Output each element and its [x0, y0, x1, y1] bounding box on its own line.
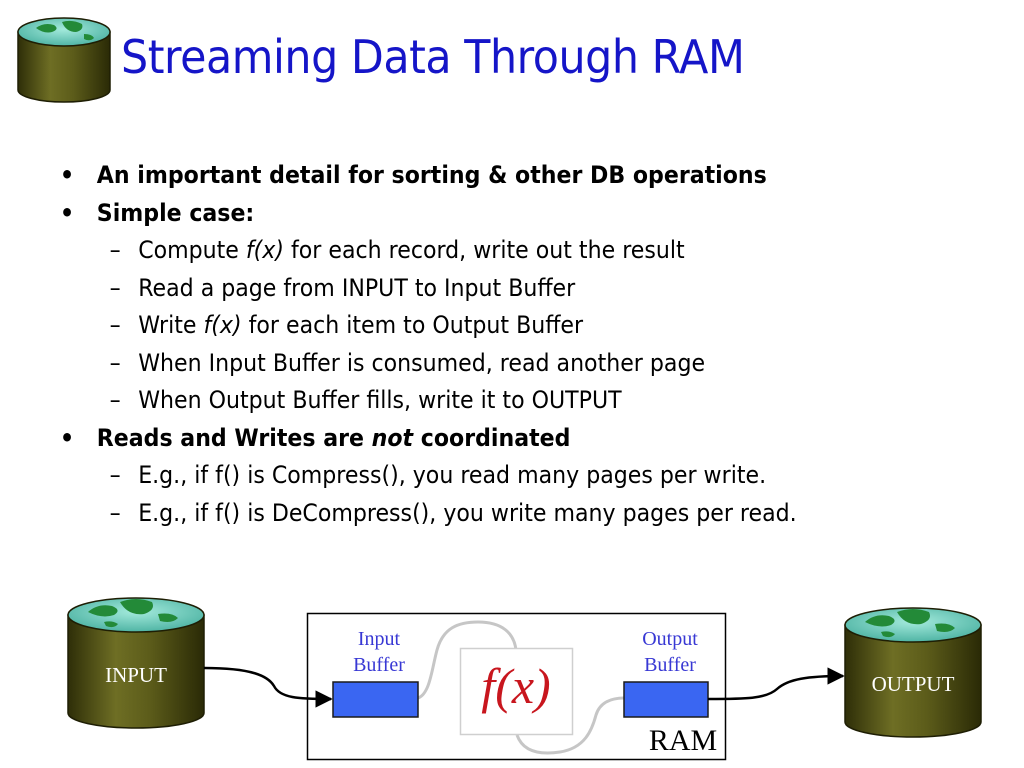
sub-bullet-item: –Read a page from INPUT to Input Buffer: [60, 270, 906, 308]
dash-icon: –: [109, 348, 121, 377]
sub-bullet-item: –E.g., if f() is DeCompress(), you write…: [60, 495, 906, 533]
dash-icon: –: [109, 386, 121, 414]
input-database-label: INPUT: [105, 663, 167, 687]
input-buffer-label: Input Buffer: [324, 626, 434, 678]
bullet-item: • Simple case:: [60, 195, 906, 233]
output-write-arrow: [707, 667, 845, 701]
dash-icon: –: [109, 273, 121, 302]
function-box: [459, 647, 574, 736]
input-read-arrow: [203, 666, 333, 708]
sub-bullet-item: –E.g., if f() is Compress(), you read ma…: [60, 457, 906, 495]
output-buffer-box: [623, 681, 709, 718]
bullet-list: • An important detail for sorting & other…: [60, 157, 980, 532]
input-buffer-box: [332, 681, 419, 718]
bullet-text-segment: An important detail for sorting & other …: [96, 161, 767, 189]
sub-bullet-item: –Write f(x) for each item to Output Buff…: [60, 307, 906, 345]
title-logo-icon: [17, 17, 111, 103]
bullet-dot-icon: •: [60, 161, 75, 189]
output-stream-curve: [515, 696, 625, 755]
input-buffer-label-line1: Input: [357, 628, 401, 650]
bullet-text-segment: When Input Buffer is consumed, read anot…: [138, 348, 706, 377]
bullet-text-segment: Reads and Writes are: [96, 423, 372, 452]
dash-icon: –: [109, 236, 121, 264]
bullet-dot-icon: •: [60, 423, 75, 452]
input-stream-curve: [417, 620, 518, 700]
input-buffer-label-line2: Buffer: [353, 654, 405, 676]
bullet-text-segment: Write: [138, 311, 204, 339]
dash-icon: –: [109, 498, 121, 527]
output-buffer-label-line2: Buffer: [644, 654, 696, 676]
dash-icon: –: [109, 311, 121, 339]
slide-title: Streaming Data Through RAM: [121, 30, 745, 84]
bullet-item: • An important detail for sorting & other…: [60, 157, 906, 195]
function-label: f(x): [481, 658, 551, 714]
bullet-item: • Reads and Writes are not coordinated: [60, 420, 906, 458]
bullet-text-segment: f(x): [245, 236, 284, 264]
bullet-text-segment: coordinated: [413, 423, 571, 452]
output-database-label: OUTPUT: [871, 672, 955, 696]
ram-label: RAM: [648, 724, 718, 757]
bullet-text-segment: When Output Buffer fills, write it to OU…: [138, 386, 622, 414]
sub-bullet-item: –When Output Buffer fills, write it to O…: [60, 382, 906, 420]
bullet-text-segment: Simple case:: [96, 198, 255, 227]
sub-bullet-item: –When Input Buffer is consumed, read ano…: [60, 345, 906, 383]
input-database-icon: [67, 597, 205, 729]
bullet-dot-icon: •: [60, 198, 75, 227]
output-database-icon: [844, 607, 982, 738]
bullet-text-segment: for each record, write out the result: [283, 236, 685, 264]
sub-bullet-item: –Compute f(x) for each record, write out…: [60, 232, 906, 270]
output-buffer-label: Output Buffer: [615, 626, 725, 678]
output-buffer-label-line1: Output: [642, 628, 698, 650]
dash-icon: –: [109, 461, 121, 489]
bullet-text-segment: not: [371, 423, 414, 452]
bullet-text-segment: Compute: [138, 236, 246, 264]
bullet-text-segment: f(x): [203, 311, 242, 339]
bullet-text-segment: E.g., if f() is DeCompress(), you write …: [138, 498, 797, 527]
bullet-text-segment: E.g., if f() is Compress(), you read man…: [138, 461, 767, 489]
bullet-text-segment: for each item to Output Buffer: [241, 311, 584, 339]
bullet-text-segment: Read a page from INPUT to Input Buffer: [138, 273, 576, 302]
